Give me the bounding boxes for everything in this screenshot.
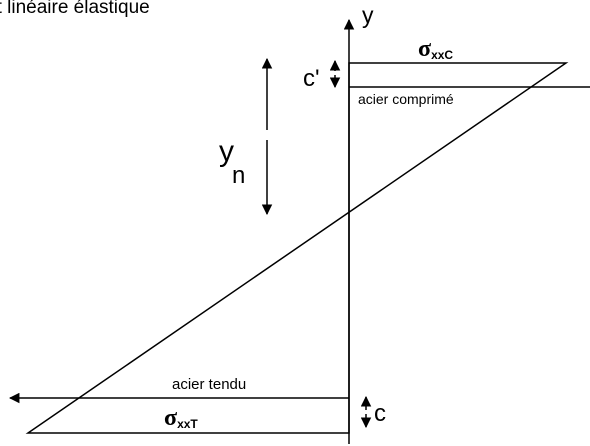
c-prime-label: c' [303,65,320,92]
y-axis-label: y [362,2,374,28]
stress-distribution-triangle [25,62,569,434]
yn-subscript: n [232,162,245,189]
yn-label: y [219,135,234,168]
sigma-xxt-label: σxxT [164,405,198,431]
sigma-xxc-label: σxxC [418,36,453,62]
compressed-steel-label: acier comprimé [358,91,454,107]
title-fragment: et linéaire élastique [0,0,150,18]
c-label: c [374,400,386,427]
tensile-steel-label: acier tendu [172,376,246,393]
